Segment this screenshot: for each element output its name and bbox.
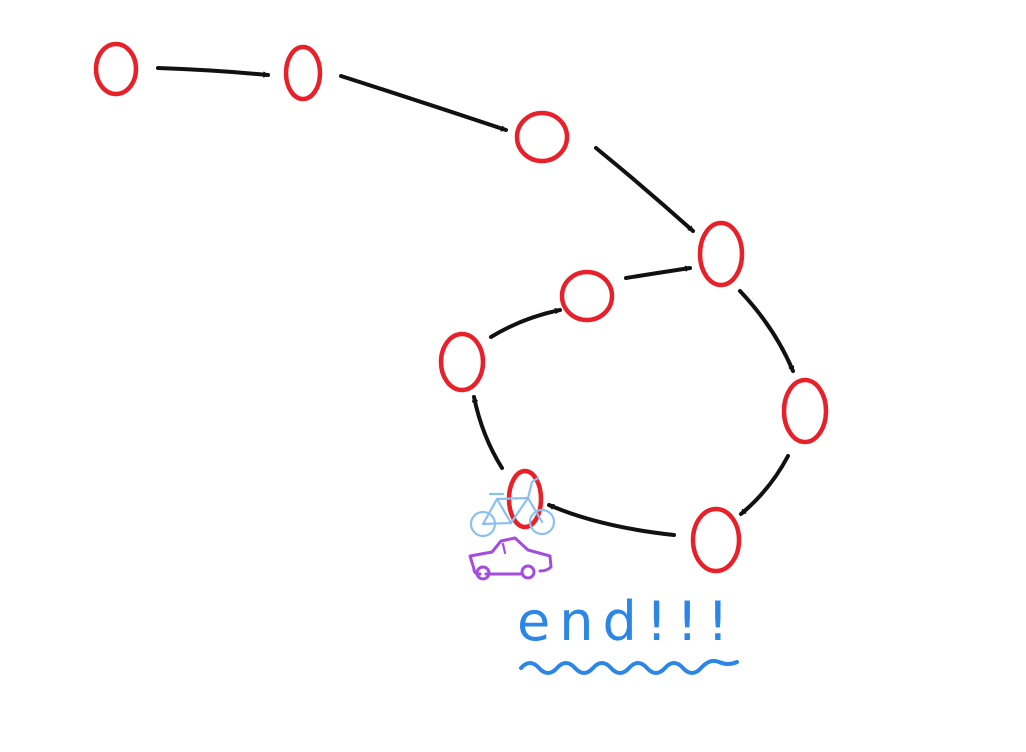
node-5 <box>781 377 829 445</box>
node-2 <box>283 44 323 102</box>
node-3 <box>514 110 570 164</box>
node-1 <box>93 41 139 97</box>
edges <box>156 66 795 537</box>
node-9 <box>559 269 615 323</box>
node-8 <box>438 331 486 393</box>
bicycle-icon <box>469 476 556 538</box>
end-label: end!!! <box>517 590 738 653</box>
caption-underline <box>519 658 739 675</box>
edge-7-to-8 <box>474 395 504 470</box>
edge-9-to-10 <box>624 268 692 280</box>
car-icon <box>468 536 553 581</box>
node-6 <box>690 506 742 574</box>
nodes <box>93 41 829 574</box>
node-4 <box>697 220 745 288</box>
edge-5-to-6 <box>739 454 790 516</box>
edge-1-to-2 <box>156 66 270 75</box>
edge-4-to-5 <box>738 289 795 373</box>
edge-8-to-9 <box>489 310 562 339</box>
edge-6-to-7 <box>547 503 676 537</box>
edge-3-to-4 <box>594 146 695 233</box>
edge-2-to-3 <box>339 74 508 132</box>
